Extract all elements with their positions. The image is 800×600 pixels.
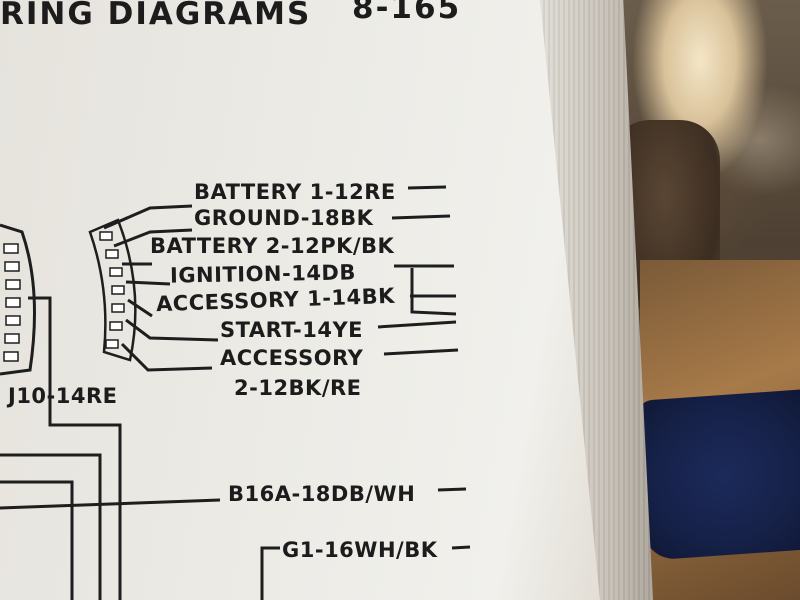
label-battery-1: BATTERY 1-12RE: [194, 180, 396, 204]
page-header-title: RING DIAGRAMS: [0, 0, 312, 32]
manual-page: RING DIAGRAMS 8-165 BATTERY 1-12RE GROUN…: [0, 0, 600, 600]
label-j10: J10-14RE: [8, 384, 118, 408]
label-start: START-14YE: [220, 318, 364, 342]
label-battery-2: BATTERY 2-12PK/BK: [150, 234, 395, 258]
label-ignition: IGNITION-14DB: [169, 260, 357, 288]
label-accessory-2: ACCESSORY: [220, 346, 364, 370]
label-g1: G1-16WH/BK: [282, 538, 438, 562]
wiring-diagram-lines: [0, 185, 471, 600]
label-accessory-2-wire: 2-12BK/RE: [234, 376, 362, 400]
label-b16a: B16A-18DB/WH: [228, 482, 416, 506]
page-number: 8-165: [352, 0, 462, 26]
label-ground: GROUND-18BK: [194, 206, 374, 230]
blue-cushion: [634, 389, 800, 561]
